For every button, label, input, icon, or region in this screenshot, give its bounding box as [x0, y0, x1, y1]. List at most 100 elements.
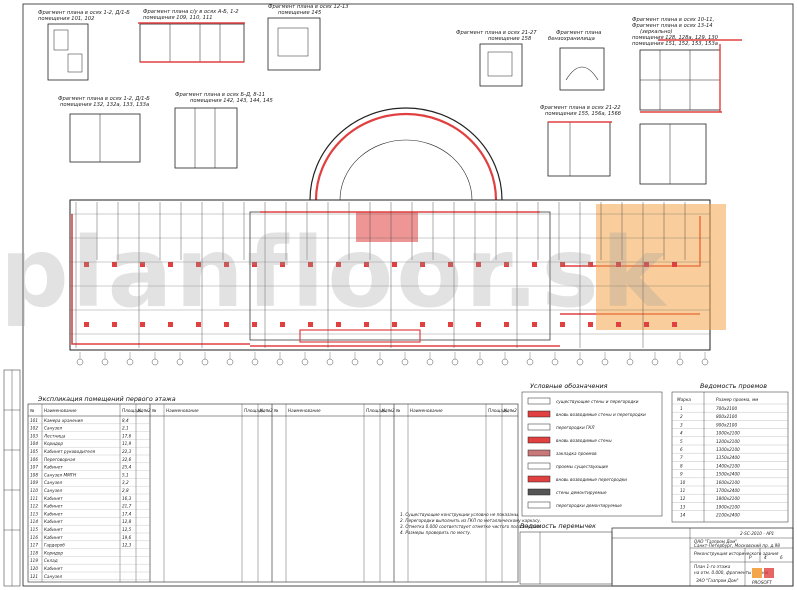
column-marker: [224, 262, 229, 267]
company-logo: PROSOFT: [752, 568, 774, 585]
legend-label: закладка проемов: [556, 451, 597, 456]
columns: [84, 262, 677, 327]
legend-swatch: [527, 397, 551, 405]
table-header-cell: Кат.: [504, 408, 513, 413]
table-cell: 12,8: [122, 519, 132, 524]
table-cell: Гардероб: [44, 543, 65, 548]
stamp-company: ЗАО "Газпром Дом": [696, 578, 739, 583]
column-marker: [448, 262, 453, 267]
opening-mark: 12: [680, 496, 686, 501]
fragment-6-sub: помещения 128, 128а, 129, 130: [632, 35, 719, 41]
legend-label: перегородки ГКЛ: [556, 425, 595, 430]
stamp-sheet-title: План 1-го этажа: [694, 564, 731, 569]
fragment-9-sub: помещения 155, 156а, 156б: [545, 111, 622, 117]
column-marker: [252, 262, 257, 267]
opening-mark: 7: [680, 455, 683, 460]
fragment-8-sub: помещения 142, 143, 144, 145: [190, 98, 273, 104]
axis-bubble: [76, 358, 84, 366]
column-marker: [588, 262, 593, 267]
opening-size: 1000х2100: [716, 431, 740, 436]
column-marker: [448, 322, 453, 327]
legend-label: вновь возводимые стены и перегородки: [556, 412, 646, 417]
opening-mark: 13: [680, 504, 686, 509]
axis-bubble: [151, 358, 159, 366]
table-cell: 21,7: [122, 504, 132, 509]
stamp-address: Санкт-Петербург, Московский пр. д.98: [694, 543, 780, 548]
axis-bubble: [251, 358, 259, 366]
opening-size: 1400х2100: [716, 463, 740, 468]
legend-label: вновь возводимые перегородки: [556, 477, 627, 482]
column-marker: [672, 262, 677, 267]
column-marker: [308, 262, 313, 267]
fragment-4-title: Фрагмент плана в осях 21-27: [456, 30, 537, 36]
table-cell: 2,8: [122, 488, 129, 493]
table-cell: 104: [30, 441, 38, 446]
axis-bubble: [301, 358, 309, 366]
table-cell: Коридор: [44, 441, 63, 446]
note-line: 3. Отметка 0.000 соответствует отметке ч…: [400, 524, 541, 529]
opening-size: 1700х2400: [716, 488, 740, 493]
table-cell: 5,1: [122, 472, 129, 477]
opening-size: 800х2100: [716, 414, 737, 419]
axis-bubble: [651, 358, 659, 366]
column-marker: [476, 262, 481, 267]
table-cell: 25,4: [122, 465, 132, 470]
fragment-2-title: Фрагмент плана с/у в осях А-Б, 1-2: [143, 9, 239, 15]
column-marker: [280, 262, 285, 267]
axis-bubble: [451, 358, 459, 366]
table-header-cell: Площадь, м2: [122, 408, 151, 413]
column-marker: [420, 322, 425, 327]
table-cell: 113: [30, 511, 38, 516]
opening-size: 900х2100: [716, 422, 737, 427]
fragment-7-sub: помещения 132, 132а, 133, 133а: [60, 102, 149, 108]
column-marker: [588, 322, 593, 327]
table-cell: Коридор: [44, 550, 63, 555]
table-cell: 107: [30, 465, 38, 470]
legend-title: Условные обозначения: [530, 382, 608, 390]
column-marker: [532, 262, 537, 267]
legend-swatch: [527, 488, 551, 496]
column-marker: [504, 322, 509, 327]
column-marker: [84, 262, 89, 267]
opening-mark: 1: [680, 406, 683, 411]
legend-swatch: [527, 501, 551, 509]
table-cell: 121: [30, 574, 38, 579]
column-marker: [336, 262, 341, 267]
table-cell: 108: [30, 472, 38, 477]
table-header-cell: Наименование: [44, 408, 77, 413]
legend-label: вновь возводимые стены: [556, 438, 612, 443]
column-marker: [196, 262, 201, 267]
table-cell: 2,1: [122, 426, 129, 431]
table-header-cell: Наименование: [410, 408, 443, 413]
axis-bubble: [501, 358, 509, 366]
table-cell: Санузел: [44, 426, 63, 431]
opening-size: 700х2100: [716, 406, 737, 411]
table-header-cell: №: [29, 408, 35, 413]
table-cell: Переговорная: [44, 457, 76, 462]
table-header-cell: Площадь, м2: [366, 408, 395, 413]
fragment-red-walls: [138, 22, 742, 123]
table-cell: Кабинет: [44, 511, 63, 516]
general-notes: 1. Существующие конструкции условно не п…: [400, 512, 541, 535]
logo-text: PROSOFT: [752, 580, 772, 585]
main-floor-plan: [69, 107, 726, 366]
column-marker: [112, 262, 117, 267]
legend-swatch: [527, 423, 551, 431]
table-cell: 16,3: [122, 496, 132, 501]
table-cell: 12,3: [122, 543, 132, 548]
table-cell: 101: [30, 418, 38, 423]
table-header-cell: Наименование: [288, 408, 321, 413]
table-header-cell: Площадь, м2: [488, 408, 517, 413]
openings-header-mark: Марка: [677, 397, 691, 402]
table-cell: Склад: [44, 558, 58, 563]
column-marker: [196, 322, 201, 327]
table-cell: Кабинет: [44, 496, 63, 501]
legend-label: проемы существующие: [556, 464, 609, 469]
fragment-6-title-b: Фрагмент плана в осях 13-14: [632, 23, 713, 29]
table-cell: 109: [30, 480, 38, 485]
fragment-3-title: Фрагмент плана в осях 12-13: [268, 4, 349, 10]
legend: Условные обозначения существующие стены …: [521, 382, 663, 517]
column-marker: [560, 262, 565, 267]
